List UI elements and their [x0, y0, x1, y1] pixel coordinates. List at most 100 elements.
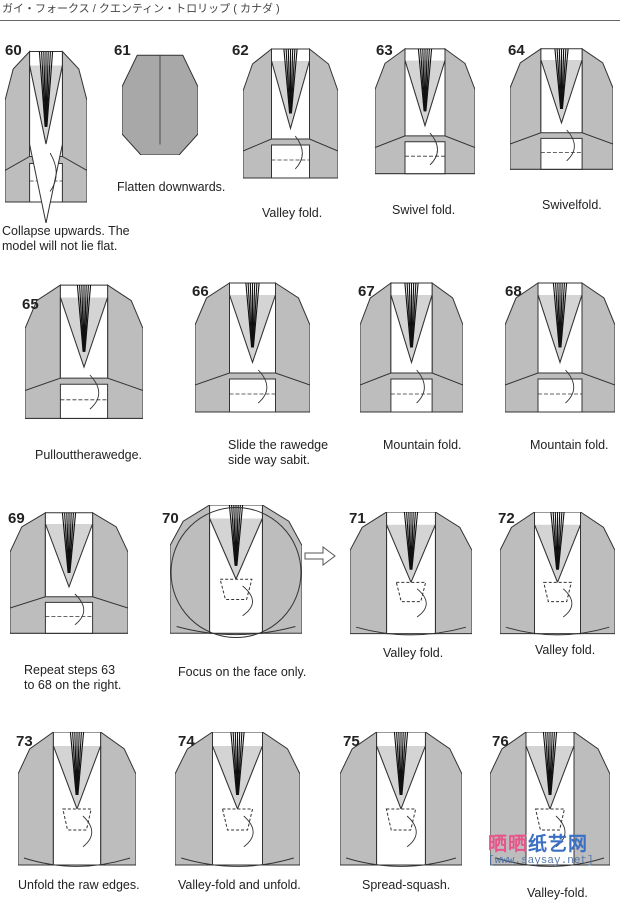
face-flap: [385, 808, 417, 831]
fan-line: [557, 512, 561, 570]
fan-line: [287, 48, 291, 114]
fan-line: [411, 512, 416, 570]
right-panel: [580, 512, 615, 635]
fan-line: [557, 512, 563, 570]
fan-line: [403, 512, 411, 570]
center-body: [534, 524, 581, 635]
face-flap: [221, 808, 254, 831]
face-flap: [395, 581, 427, 603]
fan-line: [234, 732, 238, 796]
center-body: [386, 524, 436, 635]
fan-line: [417, 48, 425, 112]
fan-line: [552, 512, 558, 570]
step-caption-line: Valley-fold and unfold.: [178, 878, 301, 892]
step-number: 64: [508, 42, 525, 59]
fan-line: [69, 512, 74, 574]
fan-line: [411, 512, 419, 570]
step-caption-line: Swivelfold.: [542, 198, 602, 212]
lower-center: [537, 378, 583, 413]
step-number: 72: [498, 510, 515, 527]
step-caption-line: Pullouttherawedge.: [35, 448, 143, 462]
step-diagram: [122, 54, 198, 155]
step-diagram: [5, 50, 87, 223]
lower-center: [229, 378, 276, 413]
fan-line: [406, 512, 411, 570]
lower-center: [404, 141, 446, 175]
step-caption: Mountain fold.: [530, 438, 609, 453]
step-caption-line: Valley fold.: [383, 646, 444, 660]
fan-line: [84, 285, 89, 352]
fan-line: [249, 282, 253, 348]
fan-line: [396, 732, 401, 796]
step-caption: Pullouttherawedge.: [35, 448, 142, 463]
page-header-title: ガイ・フォークス / クエンティン・トロリップ ( カナダ ): [2, 3, 280, 15]
step-diagram: [243, 47, 338, 179]
step-diagram: [195, 282, 310, 413]
fan-line: [557, 282, 561, 348]
fan-line: [76, 732, 80, 796]
step-caption-line: Mountain fold.: [383, 438, 462, 452]
fan-line: [556, 48, 562, 110]
step-caption: Flatten downwards.: [117, 180, 225, 195]
step-number: 62: [232, 42, 249, 59]
step-diagram: [170, 505, 302, 638]
fan-line: [252, 282, 256, 348]
step-caption-line: Flatten downwards.: [117, 180, 226, 194]
step-number: 70: [162, 510, 179, 527]
fan-line: [401, 732, 409, 796]
fan-line: [247, 282, 253, 348]
fold-arrow-icon: [243, 815, 254, 848]
fan-line: [236, 505, 244, 566]
fan-line: [69, 512, 77, 574]
fan-line: [233, 505, 237, 566]
fan-line: [411, 282, 415, 348]
fan-line: [422, 48, 426, 112]
fold-arrow-icon: [416, 588, 427, 618]
chin-curve: [181, 857, 294, 867]
step-caption-line: Swivel fold.: [392, 203, 456, 217]
fan-line: [560, 282, 568, 348]
fan-line: [231, 505, 236, 566]
fold-arrow-icon: [555, 815, 566, 848]
next-arrow-icon: [304, 546, 336, 566]
lower-center: [44, 601, 94, 634]
chin-curve: [23, 857, 131, 867]
fold-arrow-icon: [82, 815, 93, 848]
step-diagram: [175, 732, 300, 867]
step-caption-line: to 68 on the right.: [24, 678, 122, 692]
step-caption-line: Focus on the face only.: [178, 665, 307, 679]
step-caption: Valley fold.: [535, 643, 595, 658]
step-number: 74: [178, 733, 195, 750]
focus-circle: [170, 507, 302, 638]
left-panel: [350, 512, 388, 635]
step-number: 60: [5, 42, 22, 59]
center-body: [212, 745, 263, 866]
fan-line: [76, 285, 84, 352]
fan-line: [554, 48, 562, 110]
fan-line: [393, 732, 401, 796]
step-number: 63: [376, 42, 393, 59]
step-caption-line: Mountain fold.: [530, 438, 609, 452]
fan-line: [290, 48, 296, 114]
fan-line: [410, 512, 414, 570]
fan-line: [550, 512, 558, 570]
left-panel: [175, 732, 213, 866]
step-diagram: [500, 512, 615, 636]
fan-line: [81, 285, 85, 352]
fan-line: [547, 732, 551, 796]
fan-line: [559, 282, 563, 348]
fan-line: [285, 48, 291, 114]
step-caption-line: Unfold the raw edges.: [18, 878, 140, 892]
fan-line: [46, 51, 54, 127]
left-panel: [340, 732, 378, 866]
left-panel: [18, 732, 54, 866]
step-diagram: [490, 732, 610, 867]
center-body: [52, 745, 102, 866]
step-caption: Spread-squash.: [362, 878, 450, 893]
chin-curve: [345, 857, 457, 867]
watermark-logo-blue: 纸艺网: [528, 834, 589, 855]
fan-line: [411, 282, 417, 348]
step-caption-line: Valley fold.: [535, 643, 596, 657]
chin-curve: [495, 857, 605, 867]
